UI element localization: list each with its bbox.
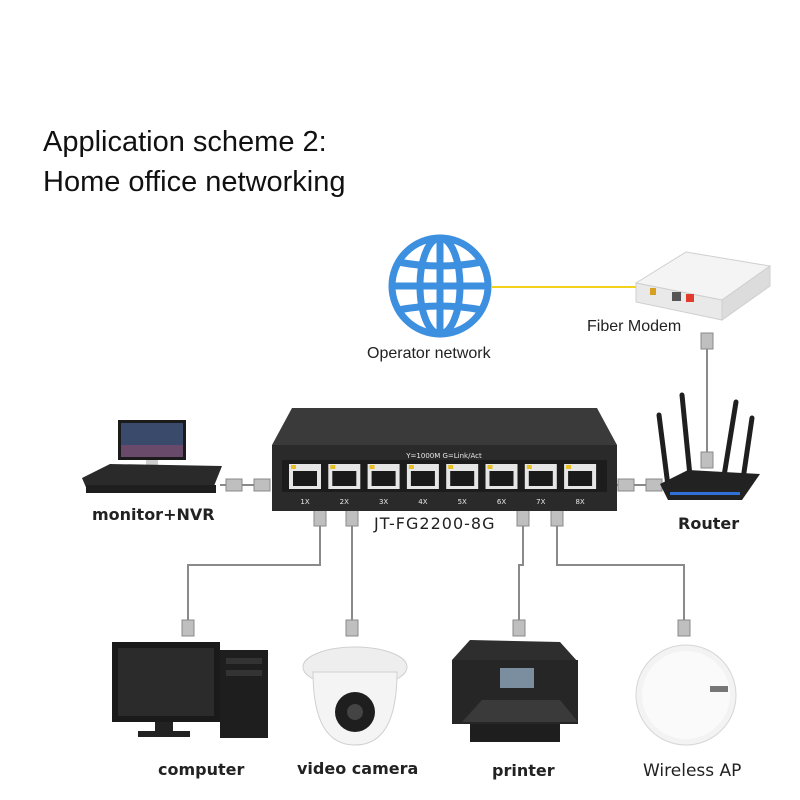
ethernet-port-socket [450,471,475,486]
fiber-modem-label: Fiber Modem [587,318,682,335]
port-label: 7X [536,498,545,506]
ethernet-port-socket [528,471,553,486]
video-camera-label: video camera [297,759,419,778]
plug-icon [345,509,359,527]
plug-icon [313,509,327,527]
video-camera-icon [302,646,408,746]
port-led-icon [566,465,572,469]
plug-icon [516,509,530,527]
printer-label: printer [492,761,555,780]
port-label: 6X [497,498,506,506]
plug-icon [700,332,714,350]
title-line-2: Home office networking [43,166,346,198]
plug-icon [700,451,714,469]
switch-ports [289,464,597,489]
port-label: 8X [575,498,584,506]
ethernet-port-socket [410,471,435,486]
plug-icon [225,478,243,492]
cable-plugs [181,332,714,637]
port-led-icon [448,465,454,469]
plug-icon [512,619,526,637]
switch-icon [272,408,617,511]
ethernet-port-socket [489,471,514,486]
port-led-icon [408,465,414,469]
cables [187,286,708,628]
switch-legend: Y=1000M G=Link/Act [405,452,482,460]
cable-switch-computer [187,520,321,628]
plug-icon [617,478,635,492]
port-label: 1X [300,498,309,506]
plug-icon [181,619,195,637]
switch-port-labels: 1X 2X 3X 4X 5X 6X 7X 8X [300,498,585,506]
wireless-ap-icon [635,644,737,746]
operator-network-label: Operator network [367,345,491,362]
router-icon [656,392,760,500]
plug-icon [550,509,564,527]
plug-icon [345,619,359,637]
plug-icon [677,619,691,637]
port-label: 2X [340,498,349,506]
port-led-icon [487,465,493,469]
ethernet-port-socket [293,471,317,486]
port-led-icon [526,465,532,469]
switch-model-label: JT-FG2200-8G [374,514,496,533]
fiber-modem-icon [634,251,772,321]
plug-icon [645,478,663,492]
ethernet-port-socket [371,471,396,486]
ethernet-port-socket [568,471,593,486]
globe-icon [388,234,492,338]
plug-icon [253,478,271,492]
router-label: Router [678,514,740,533]
ethernet-port-socket [332,471,357,486]
cable-switch-ap [556,520,685,628]
wireless-ap-label: Wireless AP [643,761,742,781]
cable-switch-printer [518,520,524,628]
port-label: 5X [458,498,467,506]
port-label: 4X [418,498,427,506]
computer-label: computer [158,760,245,779]
port-led-icon [369,465,375,469]
printer-icon [452,640,578,742]
computer-icon [112,642,268,738]
nvr-monitor-icon [82,420,222,493]
port-led-icon [291,465,296,469]
monitor-nvr-label: monitor+NVR [92,505,215,524]
port-label: 3X [379,498,388,506]
port-led-icon [330,465,336,469]
title-line-1: Application scheme 2: [43,126,327,158]
